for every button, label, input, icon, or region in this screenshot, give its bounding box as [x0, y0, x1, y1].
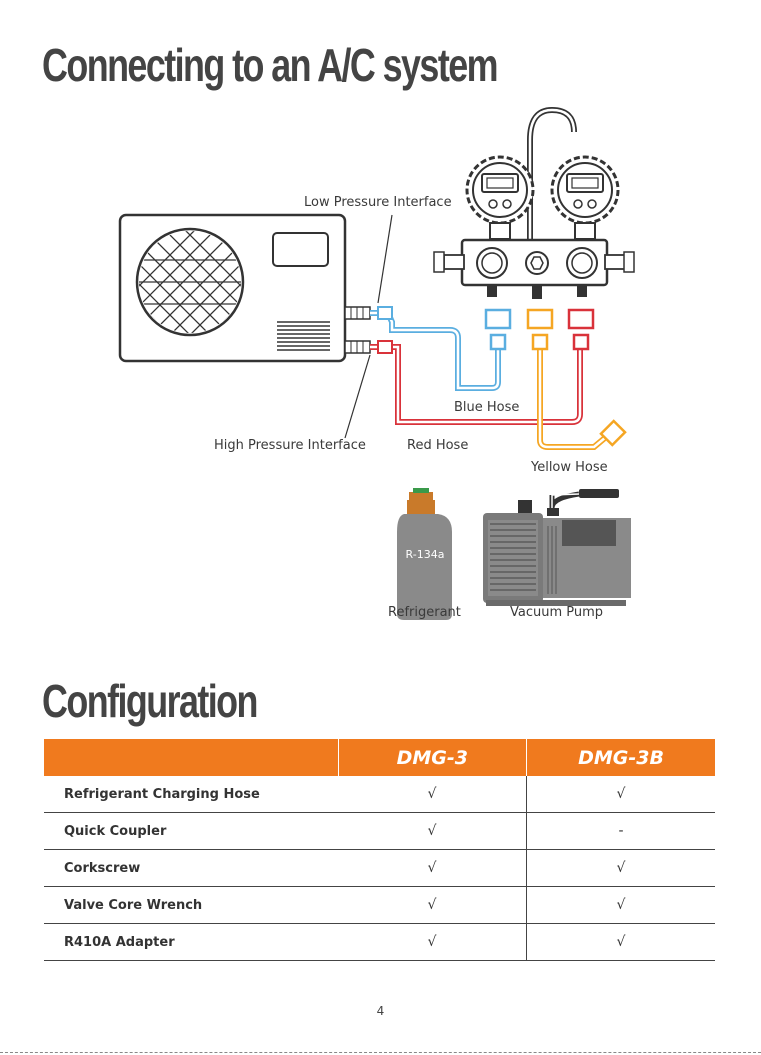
dmg3-cell: √ [338, 887, 526, 924]
dmg3-cell: √ [338, 850, 526, 887]
table-row: Refrigerant Charging Hose √ √ [44, 776, 715, 813]
page-bottom-divider [0, 1052, 761, 1053]
table-header-row: DMG-3 DMG-3B [44, 739, 715, 776]
dmg3b-cell: √ [527, 887, 716, 924]
vacuum-pump-icon [483, 489, 631, 606]
table-row: R410A Adapter √ √ [44, 924, 715, 961]
section-title-configuration: Configuration [42, 674, 257, 728]
dmg3-cell: √ [338, 924, 526, 961]
high-pressure-label: High Pressure Interface [214, 438, 366, 453]
table-row: Valve Core Wrench √ √ [44, 887, 715, 924]
ac-connection-diagram: Low Pressure Interface High Pressure Int… [0, 100, 761, 630]
feature-cell: R410A Adapter [44, 924, 338, 961]
feature-cell: Valve Core Wrench [44, 887, 338, 924]
feature-cell: Quick Coupler [44, 813, 338, 850]
refrigerant-can-icon: R-134a [397, 488, 452, 620]
table-row: Quick Coupler √ - [44, 813, 715, 850]
header-dmg3b: DMG-3B [527, 739, 716, 776]
red-hose-label: Red Hose [407, 438, 468, 453]
configuration-table: DMG-3 DMG-3B Refrigerant Charging Hose √… [44, 739, 715, 961]
blue-hose-label: Blue Hose [454, 400, 519, 415]
feature-cell: Refrigerant Charging Hose [44, 776, 338, 813]
refrigerant-label: Refrigerant [388, 605, 461, 620]
dmg3b-cell: √ [527, 776, 716, 813]
dmg3-cell: √ [338, 813, 526, 850]
yellow-hose-label: Yellow Hose [530, 460, 608, 475]
feature-cell: Corkscrew [44, 850, 338, 887]
manifold-gauge-icon [434, 110, 634, 299]
yellow-hose-icon [540, 350, 606, 447]
page-number: 4 [0, 1004, 761, 1018]
header-feature [44, 739, 338, 776]
dmg3-cell: √ [338, 776, 526, 813]
dmg3b-cell: √ [527, 924, 716, 961]
vacuum-pump-label: Vacuum Pump [510, 605, 603, 620]
ac-outdoor-unit-icon [120, 180, 370, 410]
table-row: Corkscrew √ √ [44, 850, 715, 887]
dmg3b-cell: - [527, 813, 716, 850]
dmg3b-cell: √ [527, 850, 716, 887]
header-dmg3: DMG-3 [338, 739, 526, 776]
low-pressure-label: Low Pressure Interface [304, 195, 452, 210]
section-title-connecting: Connecting to an A/C system [42, 38, 497, 92]
can-label: R-134a [406, 548, 445, 561]
